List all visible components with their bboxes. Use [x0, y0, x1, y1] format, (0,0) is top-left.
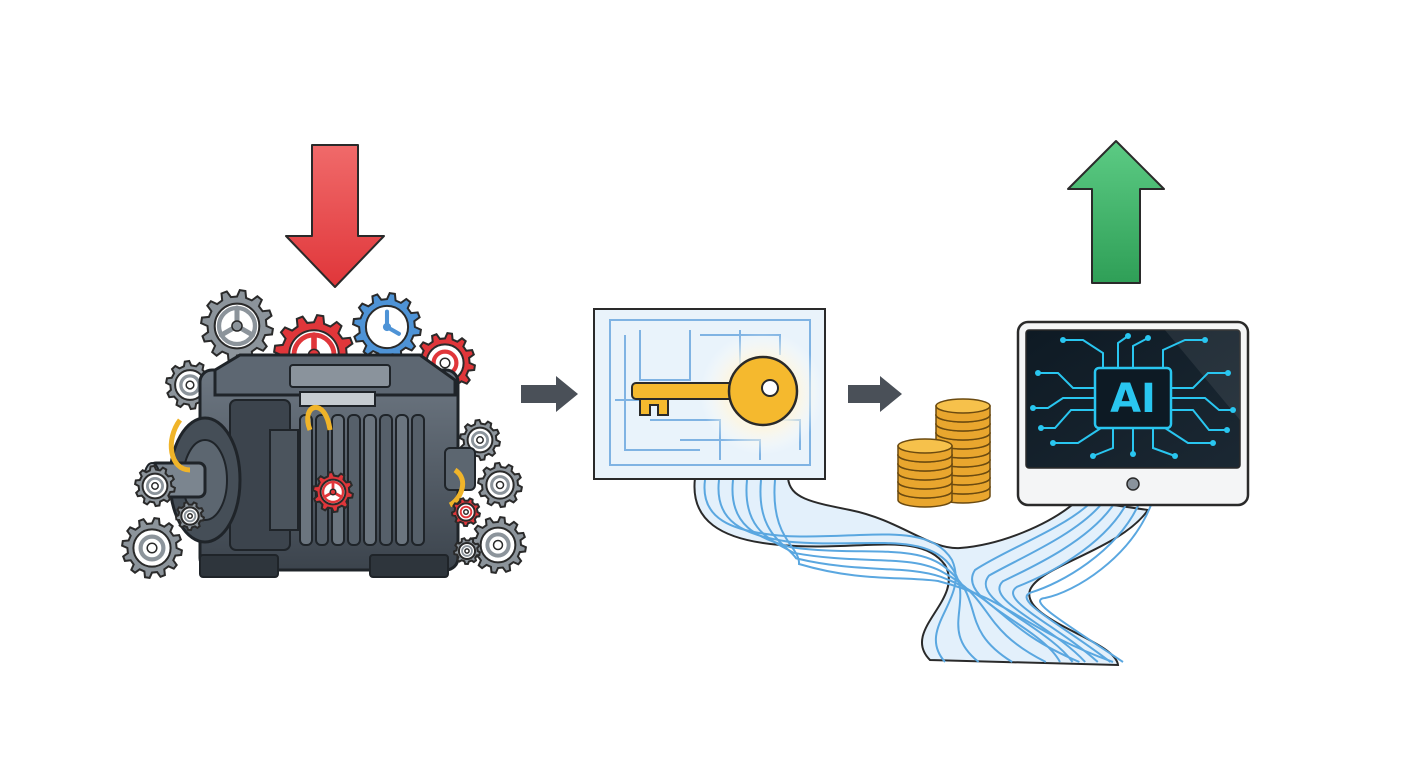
gear-icon [468, 515, 528, 575]
gear-icon [133, 464, 177, 508]
gear-icon [450, 497, 482, 528]
gear-machine-icon [120, 288, 528, 580]
gear-icon [351, 291, 423, 363]
key-icon [631, 355, 799, 427]
ai-screen-label: AI [1110, 376, 1156, 422]
gear-icon [476, 461, 524, 509]
connector-arrow-2 [848, 376, 902, 412]
ai-monitor-icon: AI [1016, 320, 1250, 507]
connector-arrow-1 [521, 376, 578, 412]
blueprint-key-icon [593, 308, 826, 480]
gear-icon [174, 501, 206, 532]
gear-icon [311, 470, 355, 514]
down-arrow-icon [285, 144, 385, 288]
gear-icon [120, 516, 184, 580]
data-stream-icon [693, 477, 1152, 667]
gear-icon [199, 288, 275, 364]
coin-stacks-icon [897, 398, 991, 508]
up-arrow-icon [1067, 140, 1165, 284]
gear-icon [452, 537, 482, 566]
machine-body [143, 353, 476, 578]
